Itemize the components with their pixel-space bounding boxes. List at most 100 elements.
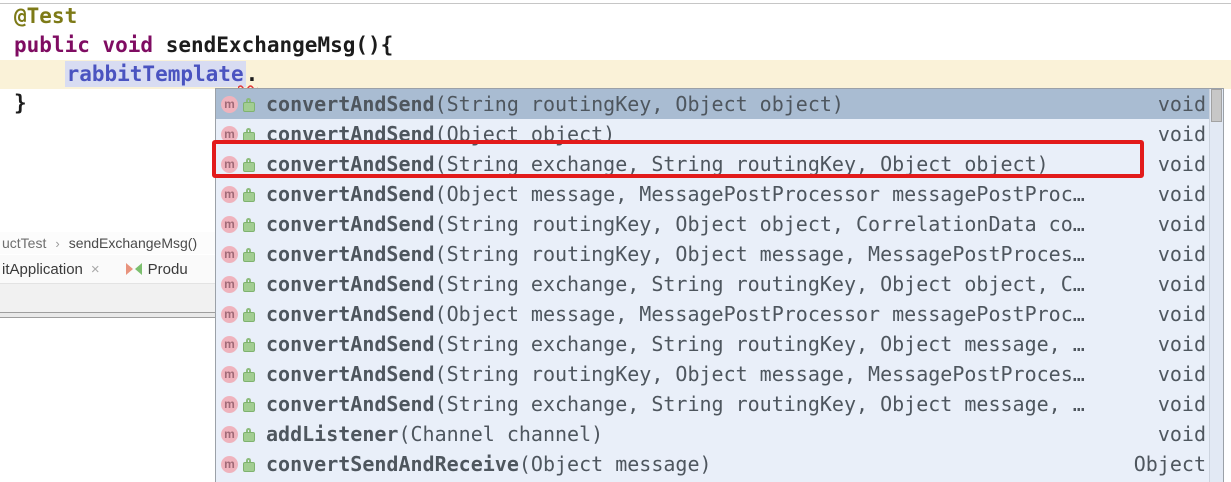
method-name: convertAndSend: [266, 362, 435, 386]
code-line-annotation: @Test: [0, 2, 1231, 31]
method-name: convertAndSend: [266, 182, 435, 206]
popup-scrollbar[interactable]: [1209, 89, 1223, 482]
public-lock-icon: [243, 458, 255, 472]
completion-item[interactable]: m convertAndSend (Object object) void: [216, 119, 1210, 149]
method-params: (Object message, MessagePostProcessor me…: [434, 182, 1085, 206]
method-name: convertAndSend: [266, 92, 435, 116]
return-type: Object: [1133, 452, 1206, 476]
return-type: void: [1157, 392, 1206, 416]
closing-brace-token: }: [14, 91, 27, 115]
method-icon: m: [221, 395, 238, 413]
return-type: void: [1157, 152, 1206, 176]
return-type: void: [1157, 332, 1206, 356]
completion-item[interactable]: m convertAndSend (Object message, Messag…: [216, 179, 1210, 209]
method-icon: m: [221, 365, 238, 383]
completion-item[interactable]: m convertAndSend (String routingKey, Obj…: [216, 209, 1210, 239]
method-params: (String exchange, String routingKey, Obj…: [434, 272, 1085, 296]
popup-scrollbar-thumb[interactable]: [1211, 89, 1222, 122]
tab-application-label: itApplication: [2, 260, 83, 278]
pane-divider: [0, 312, 215, 318]
method-params: (String routingKey, Object object, Corre…: [434, 212, 1085, 236]
public-lock-icon: [243, 188, 255, 202]
method-params: (Object message, MessagePostProcessor me…: [434, 302, 1085, 326]
code-editor[interactable]: @Test public void sendExchangeMsg(){ rab…: [0, 2, 1231, 118]
method-params: (String routingKey, Object object): [434, 92, 844, 116]
window-top-border: [0, 3, 1231, 4]
code-line-brace: }: [0, 89, 1231, 118]
method-name: convertAndSend: [266, 212, 435, 236]
method-name: convertAndSend: [266, 332, 435, 356]
tab-application[interactable]: itApplication ×: [2, 261, 100, 278]
completion-item[interactable]: m convertAndSend (String exchange, Strin…: [216, 149, 1210, 179]
method-icon: m: [221, 245, 238, 263]
public-lock-icon: [243, 158, 255, 172]
method-icon: m: [221, 335, 238, 353]
method-name: convertAndSend: [266, 242, 435, 266]
method-name: convertAndSend: [266, 152, 435, 176]
dot-token: .: [245, 62, 259, 86]
method-icon: m: [221, 455, 238, 473]
completion-item[interactable]: m addListener (Channel channel) void: [216, 419, 1210, 449]
public-lock-icon: [243, 308, 255, 322]
method-params: (Channel channel): [398, 422, 604, 446]
file-type-icon-left-triangle: [125, 263, 133, 275]
return-type: void: [1157, 182, 1206, 206]
return-type: void: [1157, 422, 1206, 446]
method-icon: m: [221, 425, 238, 443]
breadcrumb-separator-icon: ›: [55, 235, 60, 251]
public-lock-icon: [243, 98, 255, 112]
breadcrumb-class[interactable]: uctTest: [2, 235, 47, 251]
method-icon: m: [221, 275, 238, 293]
public-lock-icon: [243, 398, 255, 412]
method-name: addListener: [266, 422, 399, 446]
keyword-token: public void: [14, 33, 154, 57]
method-icon: m: [221, 185, 238, 203]
method-name: convertAndSend: [266, 272, 435, 296]
tab-product-test[interactable]: Produ: [147, 260, 188, 278]
method-params: (Object message): [518, 452, 712, 476]
method-params: (String exchange, String routingKey, Obj…: [434, 332, 1085, 356]
method-icon: m: [221, 125, 238, 143]
completion-item[interactable]: m convertSendAndReceive (Object message)…: [216, 449, 1210, 479]
indent-token: [14, 62, 65, 86]
rabbit-template-reference: rabbitTemplate: [64, 61, 246, 87]
method-params: (String routingKey, Object message, Mess…: [434, 242, 1085, 266]
public-lock-icon: [243, 428, 255, 442]
return-type: void: [1157, 302, 1206, 326]
public-lock-icon: [243, 128, 255, 142]
method-name: convertAndSend: [266, 122, 435, 146]
completion-item[interactable]: m convertAndSend (String exchange, Strin…: [216, 269, 1210, 299]
completion-item[interactable]: m convertAndSend (Object message, Messag…: [216, 299, 1210, 329]
method-name: convertSendAndReceive: [266, 452, 519, 476]
annotation-token: @Test: [14, 4, 78, 28]
completion-item[interactable]: m convertAndSend (String exchange, Strin…: [216, 389, 1210, 419]
method-params: (String exchange, String routingKey, Obj…: [434, 152, 1049, 176]
completion-item[interactable]: m convertAndSend (String routingKey, Obj…: [216, 89, 1210, 119]
completion-popup: m convertAndSend (String routingKey, Obj…: [215, 88, 1224, 482]
method-icon: m: [221, 215, 238, 233]
completion-item[interactable]: m convertAndSend (String routingKey, Obj…: [216, 359, 1210, 389]
return-type: void: [1157, 362, 1206, 386]
tab-bar-filler: [0, 283, 215, 313]
breadcrumb: uctTest › sendExchangeMsg(): [0, 232, 215, 254]
public-lock-icon: [243, 248, 255, 262]
return-type: void: [1157, 92, 1206, 116]
file-type-icon: [125, 263, 142, 275]
return-type: void: [1157, 272, 1206, 296]
method-params: (String exchange, String routingKey, Obj…: [434, 392, 1085, 416]
method-params: (Object object): [434, 122, 616, 146]
return-type: void: [1157, 212, 1206, 236]
completion-item[interactable]: m convertAndSend (String routingKey, Obj…: [216, 239, 1210, 269]
method-icon: m: [221, 95, 238, 113]
file-type-icon-right-triangle: [134, 263, 142, 275]
public-lock-icon: [243, 218, 255, 232]
return-type: void: [1157, 242, 1206, 266]
completion-item[interactable]: m convertAndSend (String exchange, Strin…: [216, 329, 1210, 359]
method-params: (String routingKey, Object message, Mess…: [434, 362, 1085, 386]
code-line-current: rabbitTemplate.: [0, 60, 1231, 89]
public-lock-icon: [243, 278, 255, 292]
breadcrumb-method[interactable]: sendExchangeMsg(): [68, 235, 198, 251]
method-icon: m: [221, 305, 238, 323]
tab-close-icon[interactable]: ×: [90, 260, 100, 278]
public-lock-icon: [243, 338, 255, 352]
